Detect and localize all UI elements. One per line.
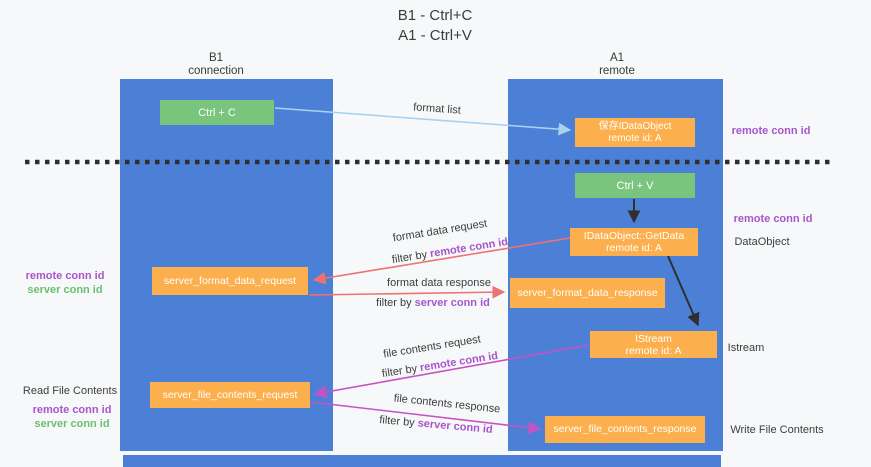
read-file-contents-text: Read File Contents xyxy=(22,385,118,397)
title-line-1: B1 - Ctrl+C xyxy=(397,7,473,24)
server-format-data-request-box: server_format_data_request xyxy=(152,267,308,295)
istream-text: Istream xyxy=(727,342,765,354)
server-file-contents-request-label: server_file_contents_request xyxy=(162,388,298,401)
file-contents-response-text: file contents response xyxy=(393,392,501,416)
right-lane-header: A1 remote xyxy=(599,52,635,78)
remote-conn-id-text: remote conn id xyxy=(32,404,112,416)
ctrl-c-box: Ctrl + C xyxy=(160,100,274,125)
filter-by-text: filter by xyxy=(378,414,419,430)
istream-line2: remote id: A xyxy=(625,344,682,357)
server-format-data-response-box: server_format_data_response xyxy=(510,278,665,308)
format-data-response-label: format data response xyxy=(387,277,491,289)
ctrl-c-label: Ctrl + C xyxy=(198,106,236,119)
dataobject-text: DataObject xyxy=(734,236,790,248)
save-dataobject-line2: remote id: A xyxy=(608,132,662,144)
remote-conn-id-text: remote conn id xyxy=(733,213,813,225)
bottom-lane-strip xyxy=(123,455,721,467)
filter-by-text: filter by xyxy=(381,362,422,381)
istream-line1: IStream xyxy=(635,332,672,345)
format-list-label: format list xyxy=(413,101,461,116)
remote-conn-id-text: remote conn id xyxy=(33,403,112,417)
remote-conn-id-text: remote conn id xyxy=(731,125,811,137)
server-conn-id-text: server conn id xyxy=(27,284,103,296)
istream-box: IStream remote id: A xyxy=(590,331,717,358)
server-file-contents-request-box: server_file_contents_request xyxy=(150,382,310,408)
left-lane-header: B1 connection xyxy=(188,52,244,78)
filter-by-server-conn-id-label-1: filter by server conn id xyxy=(376,297,490,309)
remote-conn-id-annotation-1: remote conn id xyxy=(732,125,811,137)
istream-annotation: Istream xyxy=(728,342,765,354)
remote-conn-id-text: remote conn id xyxy=(25,270,105,282)
left-lane-name: B1 xyxy=(208,52,224,64)
server-conn-id-text: server conn id xyxy=(33,417,112,431)
format-data-response-arrow xyxy=(308,285,506,299)
diagram-title: B1 - Ctrl+C A1 - Ctrl+V xyxy=(398,6,473,46)
write-file-contents-annotation: Write File Contents xyxy=(730,424,823,436)
remote-conn-id-annotation-2: remote conn id xyxy=(734,213,813,225)
getdata-line2: remote id: A xyxy=(605,242,663,254)
filter-by-server-conn-id-label-2: filter by server conn id xyxy=(379,414,493,436)
server-file-contents-response-label: server_file_contents_response xyxy=(553,423,697,436)
server-conn-id-text: server conn id xyxy=(26,283,105,297)
right-lane-role: remote xyxy=(599,65,635,77)
format-list-text: format list xyxy=(412,101,462,117)
server-format-data-response-label: server_format_data_response xyxy=(517,286,658,299)
remote-conn-id-text: remote conn id xyxy=(429,235,509,261)
server-conn-id-text: server conn id xyxy=(414,297,490,309)
ctrl-v-label: Ctrl + V xyxy=(616,179,654,192)
save-dataobject-box: 保存IDataObject remote id: A xyxy=(575,118,695,147)
file-contents-response-label: file contents response xyxy=(393,392,501,415)
save-dataobject-line1: 保存IDataObject xyxy=(598,120,672,132)
server-conn-id-text: server conn id xyxy=(34,418,110,430)
read-file-contents-annotation: Read File Contents xyxy=(23,385,117,397)
left-conn-id-annotation-group-2: remote conn id server conn id xyxy=(33,403,112,431)
server-format-data-request-label: server_format_data_request xyxy=(164,274,296,287)
remote-conn-id-text: remote conn id xyxy=(26,269,105,283)
filter-by-text: filter by xyxy=(376,297,415,309)
right-lane-name: A1 xyxy=(609,52,625,64)
filter-by-text: filter by xyxy=(391,248,432,267)
getdata-box: IDataObject::GetData remote id: A xyxy=(570,228,698,256)
left-conn-id-annotation-group-1: remote conn id server conn id xyxy=(26,269,105,297)
ctrl-v-box: Ctrl + V xyxy=(575,173,695,198)
server-conn-id-text: server conn id xyxy=(417,417,494,436)
format-data-response-text: format data response xyxy=(387,277,491,289)
server-file-contents-response-box: server_file_contents_response xyxy=(545,416,705,443)
write-file-contents-text: Write File Contents xyxy=(730,424,824,436)
title-line-2: A1 - Ctrl+V xyxy=(398,27,472,44)
left-lane-role: connection xyxy=(188,65,244,77)
getdata-line1: IDataObject::GetData xyxy=(583,230,685,242)
remote-conn-id-text: remote conn id xyxy=(419,349,499,375)
dataobject-annotation: DataObject xyxy=(734,236,789,248)
